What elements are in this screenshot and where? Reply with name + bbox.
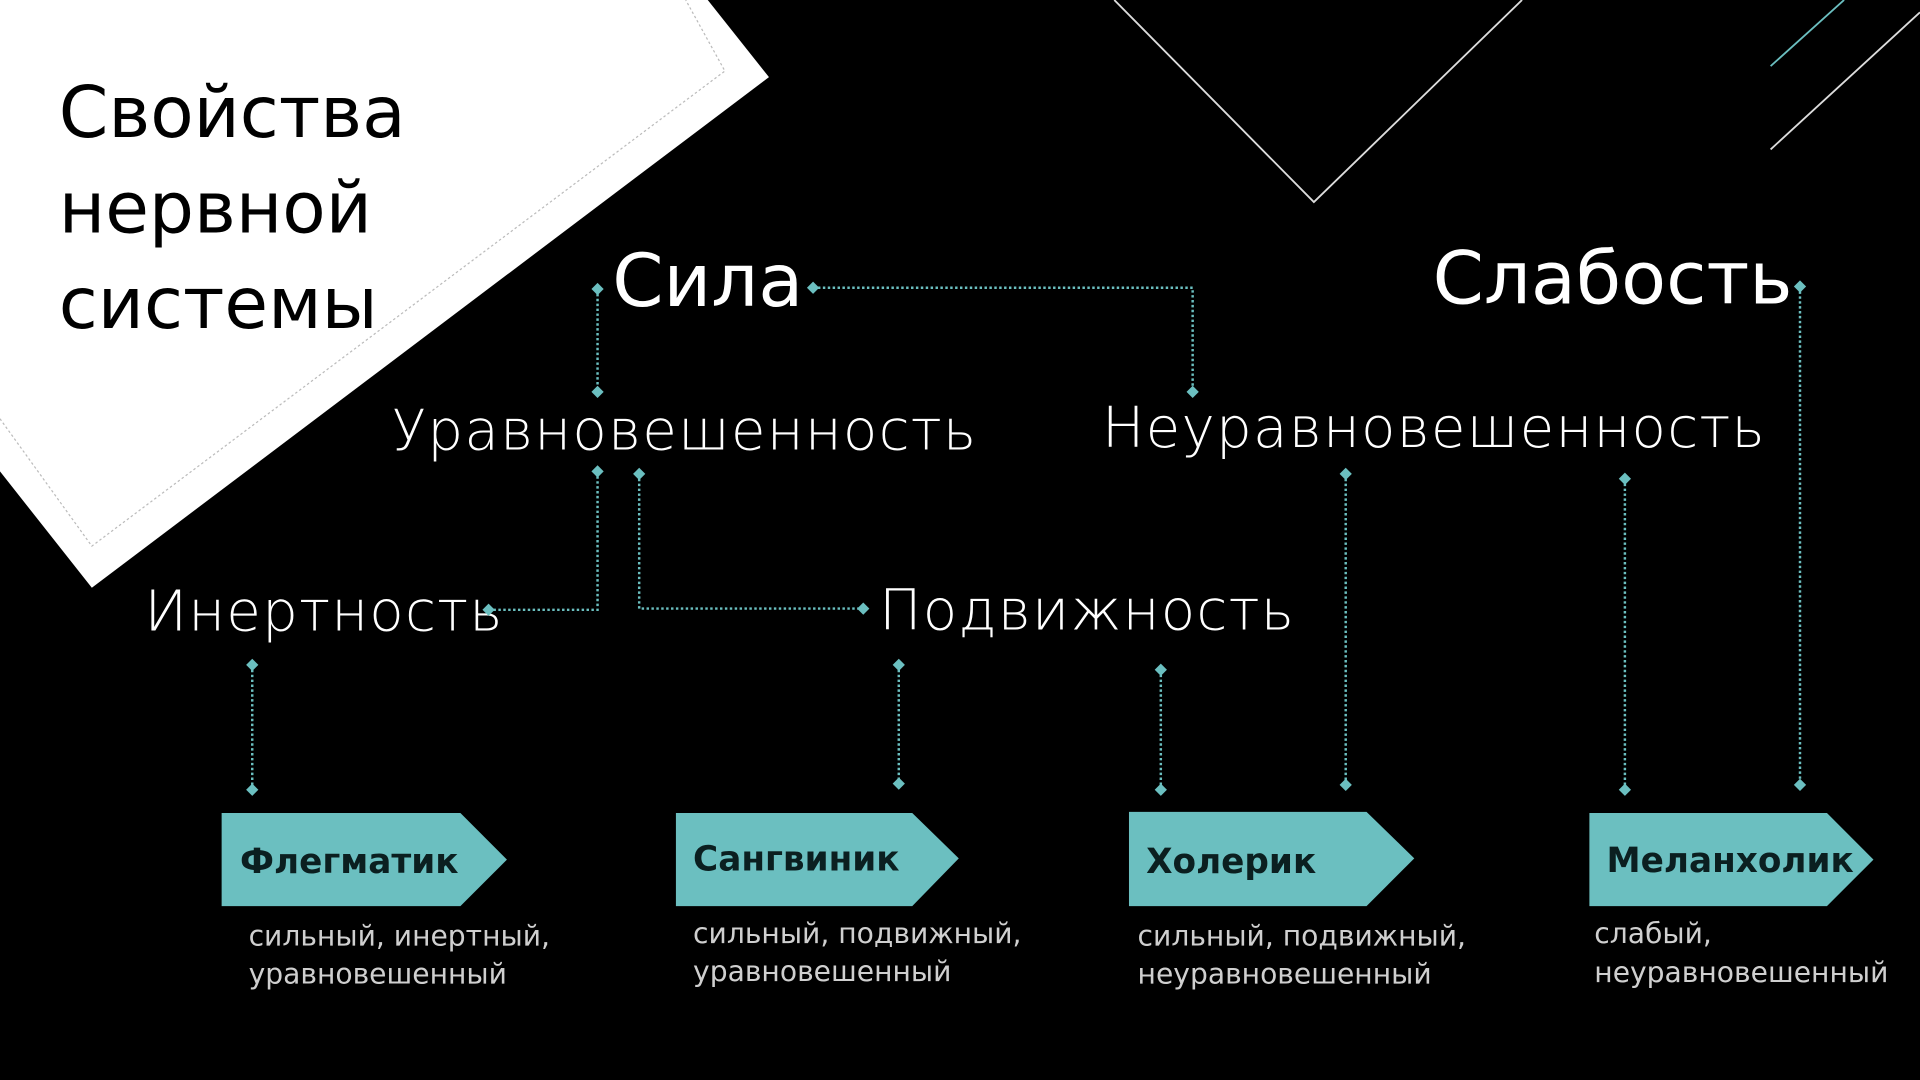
diamond-marker-icon xyxy=(1618,783,1632,796)
temperament-desc-line: сильный, подвижный, xyxy=(693,917,1021,950)
temperament-desc-line: уравновешенный xyxy=(693,955,951,988)
diamond-marker-icon xyxy=(1339,778,1352,792)
temperament-name: Меланхолик xyxy=(1607,841,1854,881)
connector xyxy=(813,286,1194,392)
diamond-marker-icon xyxy=(1618,472,1632,485)
connectors xyxy=(251,286,1802,790)
temperament-melancholic: Меланхолик слабый, неуравновешенный xyxy=(1589,813,1888,989)
connector xyxy=(488,471,599,612)
decor-v-line xyxy=(1113,0,1523,204)
connector xyxy=(637,473,864,610)
diamond-marker-icon xyxy=(1793,778,1807,792)
label-inertness: Инертность xyxy=(144,580,503,645)
title-line-2: нервной xyxy=(59,167,372,250)
diamond-marker-icon xyxy=(1154,783,1167,796)
arrow-box xyxy=(1128,811,1415,907)
label-imbalance: Неуравновешенность xyxy=(1102,396,1766,461)
diamond-marker-icon xyxy=(1154,663,1167,676)
arrow-box xyxy=(1589,813,1874,907)
temperament-name: Флегматик xyxy=(240,842,458,882)
temperament-name: Сангвиник xyxy=(693,840,899,880)
arrow-box xyxy=(221,813,507,907)
temperament-desc-line: неуравновешенный xyxy=(1138,957,1432,990)
diamond-marker-icon xyxy=(482,603,495,616)
diamond-marker-icon xyxy=(591,465,604,478)
diamond-marker-icon xyxy=(1793,280,1807,293)
label-weakness: Слабость xyxy=(1433,237,1793,322)
title-panel xyxy=(0,0,769,588)
diamond-marker-icon xyxy=(633,467,646,480)
diamond-marker-icon xyxy=(892,777,905,790)
temperament-phlegmatic: Флегматик сильный, инертный, уравновешен… xyxy=(221,813,550,990)
arrow-box xyxy=(675,813,959,907)
label-balance: Уравновешенность xyxy=(392,398,977,463)
label-strength: Сила xyxy=(612,239,803,324)
temperament-desc-line: слабый, xyxy=(1594,917,1712,950)
diamond-marker-icon xyxy=(857,602,870,615)
temperament-choleric: Холерик сильный, подвижный, неуравновеше… xyxy=(1128,811,1466,990)
temperament-desc-line: уравновешенный xyxy=(249,957,507,990)
diamond-marker-icon xyxy=(1339,467,1352,480)
temperament-sanguine: Сангвиник сильный, подвижный, уравновеше… xyxy=(675,813,1022,988)
title-line-1: Свойства xyxy=(59,71,406,154)
title-line-3: системы xyxy=(59,262,378,345)
temperament-desc-line: сильный, подвижный, xyxy=(1138,919,1466,952)
diamond-marker-icon xyxy=(892,658,905,672)
temperament-desc-line: неуравновешенный xyxy=(1594,956,1888,989)
diamond-marker-icon xyxy=(246,658,259,672)
decor-line xyxy=(1769,11,1920,151)
connector-diamonds xyxy=(246,280,1807,796)
label-mobility: Подвижность xyxy=(879,578,1295,643)
diamond-marker-icon xyxy=(806,281,820,294)
diamond-marker-icon xyxy=(246,783,259,796)
temperament-name: Холерик xyxy=(1146,842,1316,882)
temperament-desc-line: сильный, инертный, xyxy=(249,919,550,952)
panel-dotted-border xyxy=(0,0,726,547)
decor-accent-line xyxy=(1769,0,1845,67)
